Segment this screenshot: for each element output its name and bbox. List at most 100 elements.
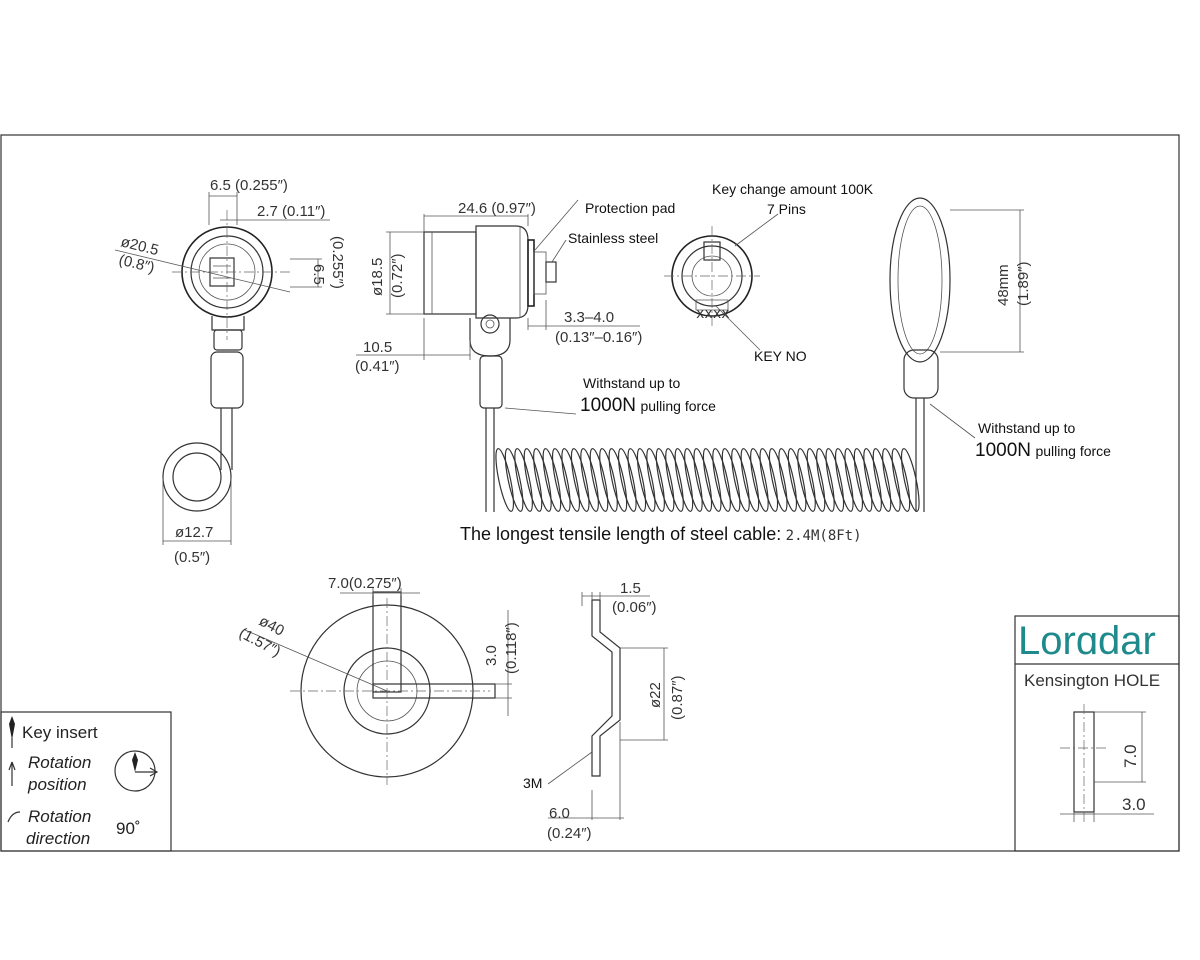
title-block — [1014, 615, 1180, 852]
body-length-label: 24.6 (0.97″) — [458, 200, 536, 217]
coil-turn — [580, 448, 599, 512]
coil-turn — [778, 448, 798, 512]
coil-turn — [617, 448, 637, 512]
coil-turn — [608, 448, 628, 512]
coil-turn — [627, 448, 647, 512]
coil-turn — [551, 448, 571, 512]
mounting-plate-view — [244, 588, 512, 785]
coil-turn — [523, 448, 543, 512]
pin-range-label: 3.3–4.0 — [564, 309, 614, 326]
coil-turn — [882, 448, 901, 512]
adhesive-label: 3M — [523, 775, 542, 791]
coil-turn — [665, 448, 684, 512]
plate-section-view — [547, 592, 668, 820]
section-diameter-label: ø22 — [647, 682, 664, 708]
brand-logo: Lorɑdar — [1018, 619, 1156, 663]
coil-turn — [504, 448, 524, 512]
loop-diameter-inch-label: (0.5″) — [174, 549, 210, 566]
coil-turn — [646, 448, 665, 512]
coil-turn — [825, 448, 845, 512]
plate-slot-height-inch-label: (0.118″) — [503, 622, 520, 674]
coil-turn — [900, 448, 920, 512]
pin-range-inch-label: (0.13″–0.16″) — [555, 329, 642, 346]
coil-turn — [853, 448, 873, 512]
stainless-steel-label: Stainless steel — [568, 230, 658, 246]
section-thickness-inch-label: (0.06″) — [612, 599, 657, 616]
coil-turn — [702, 448, 722, 512]
coil-turn — [787, 448, 807, 512]
coil-turn — [797, 448, 816, 512]
key-no-label: KEY NO — [754, 348, 807, 364]
legend-key-insert: Key insert — [22, 723, 98, 742]
hole-width-label: 3.0 — [1122, 795, 1146, 814]
coil-turn — [542, 448, 562, 512]
coil-turn — [561, 448, 581, 512]
offset-label: 10.5 — [363, 339, 392, 356]
coil-turn — [768, 448, 788, 512]
section-depth-inch-label: (0.24″) — [547, 825, 592, 842]
body-diameter-inch-label: (0.72″) — [389, 254, 406, 299]
coil-turn — [570, 448, 590, 512]
pulling-force-right-prefix: Withstand up to — [978, 420, 1075, 436]
coiled-cable — [495, 448, 920, 512]
coil-turn — [712, 448, 731, 512]
coil-turn — [684, 448, 703, 512]
coil-turn — [759, 448, 779, 512]
coil-turn — [834, 448, 854, 512]
pulling-force-right: 1000N pulling force — [975, 440, 1111, 461]
coil-turn — [674, 448, 694, 512]
coil-turn — [731, 448, 750, 512]
pulling-force-left: 1000N pulling force — [580, 395, 716, 416]
legend-rotation-direction-1: Rotation — [28, 807, 91, 826]
coil-turn — [599, 448, 618, 512]
loop-height-inch-label: (1.89″) — [1015, 262, 1032, 307]
coil-turn — [495, 448, 515, 512]
plate-slot-height-label: 3.0 — [483, 645, 500, 666]
protection-pad-label: Protection pad — [585, 200, 675, 216]
pins-label: 7 Pins — [767, 201, 806, 217]
offset-inch-label: (0.41″) — [355, 358, 400, 375]
side-view — [114, 192, 330, 545]
section-thickness-label: 1.5 — [620, 580, 641, 597]
side-slot-width-label: 2.7 (0.11″) — [257, 203, 325, 220]
side-width-label: 6.5 (0.255″) — [210, 177, 288, 194]
legend-angle: 90˚ — [116, 819, 141, 838]
hole-height-label: 7.0 — [1121, 744, 1140, 768]
section-depth-label: 6.0 — [549, 805, 570, 822]
title-block-subtitle: Kensington HOLE — [1024, 671, 1160, 690]
drawing-frame — [0, 134, 1180, 852]
loop-diameter-label: ø12.7 — [175, 524, 213, 541]
side-slot-height-label: 6.5 — [310, 264, 327, 285]
cable-length-caption: The longest tensile length of steel cabl… — [460, 524, 862, 544]
coil-turn — [872, 448, 892, 512]
side-slot-height-inch-label: (0.255″) — [329, 236, 346, 289]
coil-turn — [806, 448, 826, 512]
section-diameter-inch-label: (0.87″) — [669, 676, 686, 721]
legend-rotation-position-1: Rotation — [28, 753, 91, 772]
coil-turn — [655, 448, 675, 512]
legend-box — [0, 711, 172, 852]
cable-loop — [889, 197, 1024, 512]
legend-rotation-direction-2: direction — [26, 829, 90, 848]
coil-turn — [750, 448, 769, 512]
key-face-view — [664, 213, 779, 351]
coil-turn — [844, 448, 864, 512]
loop-height-label: 48mm — [995, 264, 1012, 306]
coil-turn — [740, 448, 760, 512]
pulling-force-left-prefix: Withstand up to — [583, 375, 680, 391]
legend-rotation-position-2: position — [27, 775, 87, 794]
plate-slot-width-label: 7.0(0.275″) — [328, 575, 402, 592]
coil-turn — [891, 448, 911, 512]
coil-turn — [693, 448, 713, 512]
coil-turn — [721, 448, 741, 512]
key-change-label: Key change amount 100K — [712, 181, 874, 197]
coil-turn — [636, 448, 656, 512]
coil-turn — [514, 448, 533, 512]
body-diameter-label: ø18.5 — [369, 258, 386, 296]
front-view — [356, 199, 640, 512]
coil-turn — [863, 448, 882, 512]
coil-turn — [816, 448, 835, 512]
coil-turn — [533, 448, 552, 512]
key-no-marking: xxxx — [696, 306, 730, 322]
